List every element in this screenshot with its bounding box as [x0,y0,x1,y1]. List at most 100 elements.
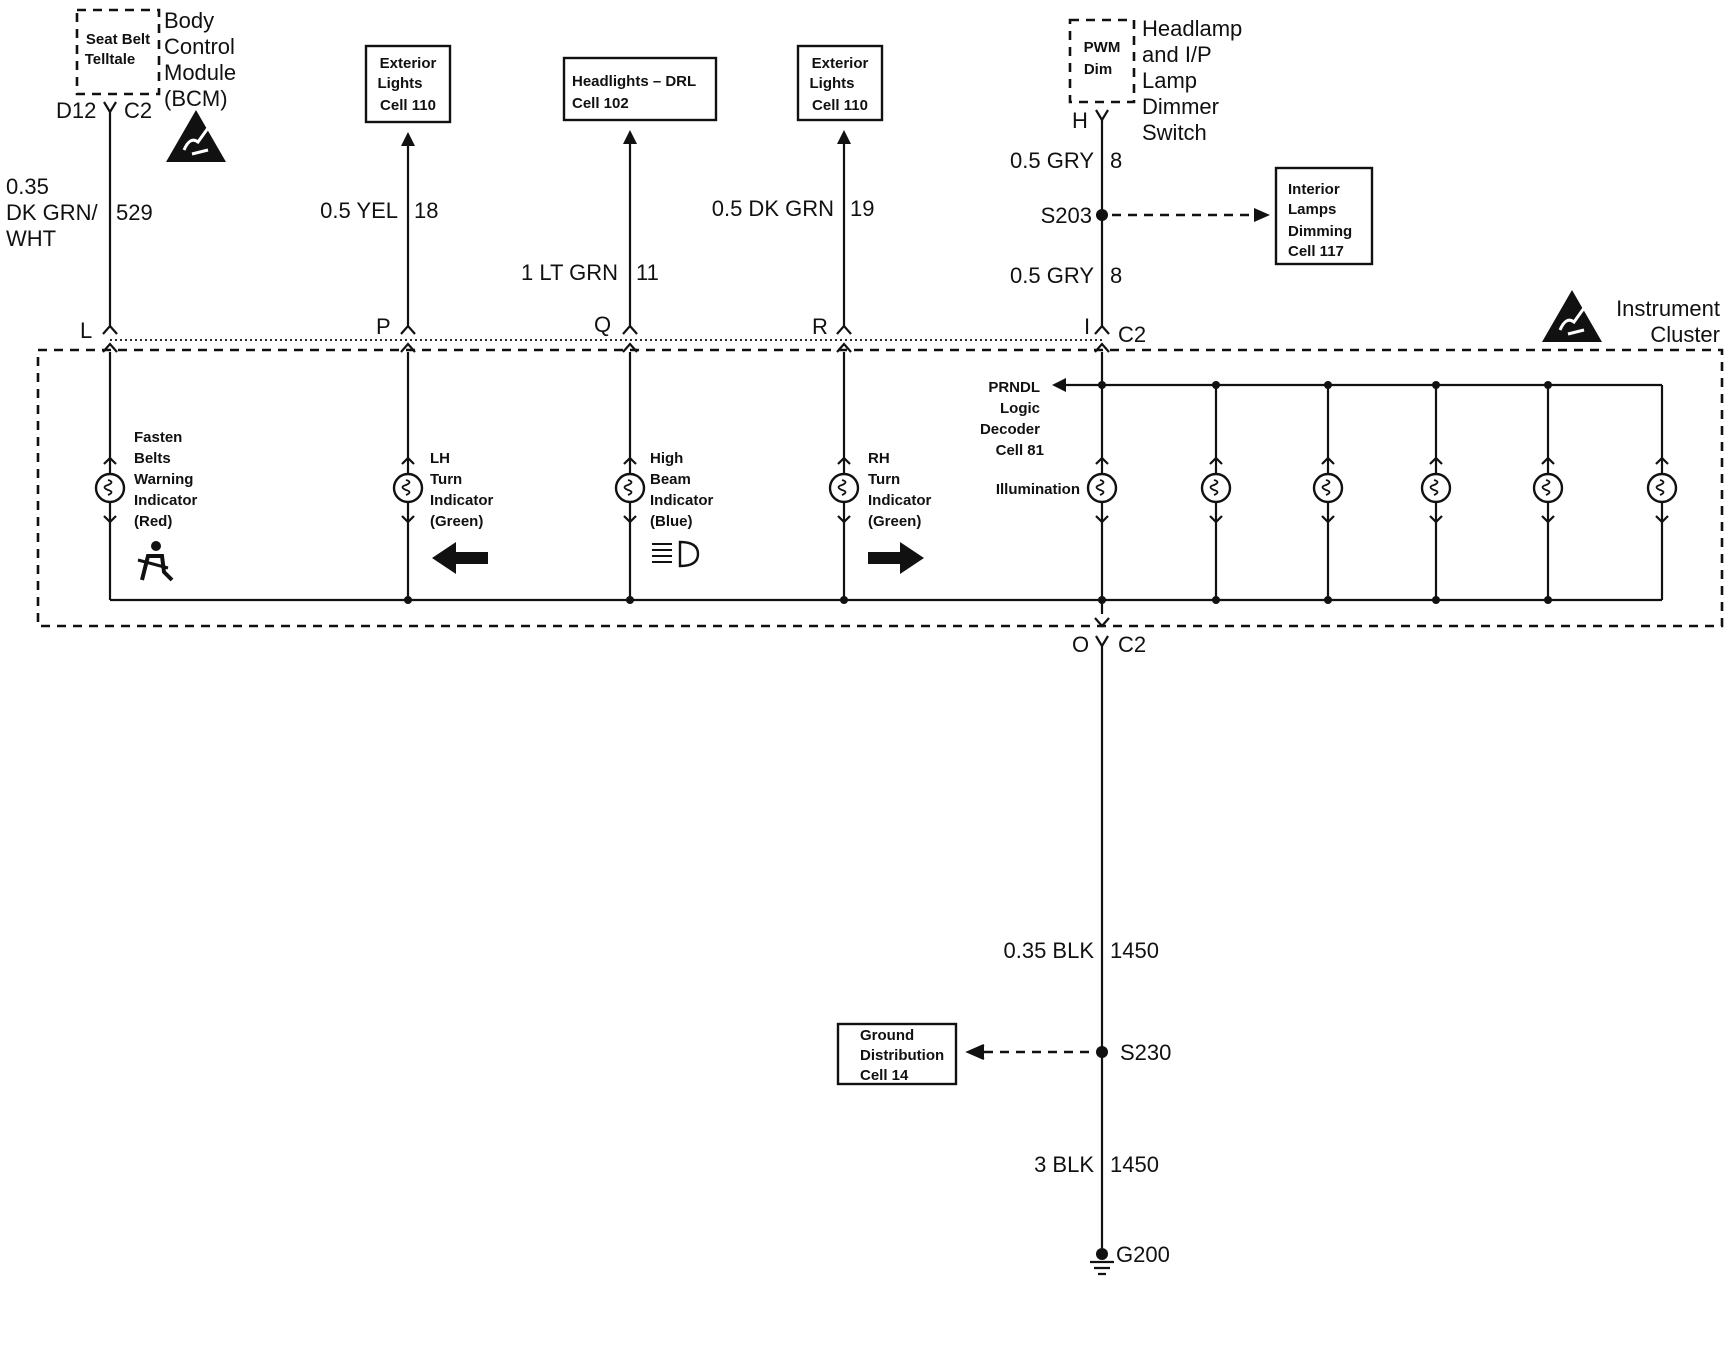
wire-19-arrow [837,130,851,144]
dimmer-name-3: Lamp [1142,68,1197,93]
ext-lights-left-2: Lights [378,75,423,92]
wire-529-gauge-3: WHT [6,226,56,251]
dimmer-pwm-label: PWM [1084,39,1121,56]
bcm-dashed-box [75,8,161,96]
prndl-arrow [1052,378,1066,392]
bcm-seatbelt-label-1: Seat Belt [86,31,150,48]
wire-1450b-gauge: 3 BLK [1034,1152,1094,1177]
ext-lights-right-1: Exterior [812,55,869,72]
illumination-label: Illumination [996,481,1080,498]
ground-dist-1: Ground [860,1027,914,1044]
dimmer-name-5: Switch [1142,120,1207,145]
ground-dist-box [836,1022,958,1086]
wire-18-circuit: 18 [414,198,438,223]
ext-lights-right-3: Cell 110 [812,97,868,114]
splice-s203-dot [1096,209,1108,221]
splice-s203-label: S203 [1041,203,1092,228]
lh-turn-4: (Green) [430,513,483,530]
pin-R: R [812,314,828,339]
fasten-belts-4: Indicator [134,492,198,509]
cluster-esd-icon [1540,288,1604,344]
rh-turn-4: (Green) [868,513,921,530]
pin-L: L [80,318,92,343]
splice-s230-dot [1096,1046,1108,1058]
pin-P: P [376,314,391,339]
bcm-pin-d12: D12 [56,98,96,123]
fasten-belts-3: Warning [134,471,193,488]
wire-8a-gauge: 0.5 GRY [1010,148,1094,173]
ground-dist-2: Distribution [860,1047,944,1064]
cluster-c2-bottom: C2 [1118,632,1146,657]
connector-chevrons-top [102,324,1110,353]
pin-O: O [1072,632,1089,657]
bcm-name-1: Body [164,8,214,33]
wire-529-gauge-2: DK GRN/ [6,200,99,225]
wire-11-circuit: 11 [636,260,659,285]
bcm-connector-c2: C2 [124,98,152,123]
wire-11-arrow [623,130,637,144]
headlights-drl-1: Headlights – DRL [572,73,696,90]
wire-1450a-circuit: 1450 [1110,938,1159,963]
dimmer-name-2: and I/P [1142,42,1212,67]
wire-19-gauge: 0.5 DK GRN [712,196,834,221]
wire-1450a-gauge: 0.35 BLK [1003,938,1094,963]
left-arrow-icon [432,542,488,574]
ground-symbol-icon [1090,1248,1114,1276]
lh-turn-2: Turn [430,471,462,488]
wire-18-arrow [401,132,415,146]
pin-I: I [1084,314,1090,339]
rh-turn-1: RH [868,450,890,467]
ground-dist-3: Cell 14 [860,1067,909,1084]
dimmer-dim-label: Dim [1084,61,1112,78]
s230-link-arrow [965,1043,985,1061]
wire-18-gauge: 0.5 YEL [320,198,398,223]
bcm-name-4: (BCM) [164,86,228,111]
pin-Q: Q [594,312,611,337]
interior-lamps-1: Interior [1288,181,1340,198]
bottom-connector-symbol [1095,635,1109,649]
prndl-3: Decoder [980,421,1040,438]
interior-lamps-4: Cell 117 [1288,243,1344,260]
instrument-cluster-box [36,348,1724,628]
interior-lamps-3: Dimming [1288,223,1352,240]
dimmer-connector-symbol [1095,109,1109,123]
wire-529-circuit: 529 [116,200,153,225]
fasten-belts-1: Fasten [134,429,182,446]
high-beam-icon [652,540,700,568]
bcm-esd-icon [164,108,228,164]
high-beam-4: (Blue) [650,513,693,530]
connector-chevron-bottom [1094,617,1110,628]
dimmer-name-4: Dimmer [1142,94,1219,119]
prndl-1: PRNDL [988,379,1040,396]
headlights-drl-box [562,56,718,122]
cluster-c2-top: C2 [1118,322,1146,347]
dimmer-pin-h: H [1072,108,1088,133]
bcm-name-2: Control [164,34,235,59]
rh-turn-3: Indicator [868,492,932,509]
interior-lamps-box [1274,166,1374,266]
high-beam-1: High [650,450,683,467]
ground-g200-label: G200 [1116,1242,1170,1267]
headlights-drl-2: Cell 102 [572,95,629,112]
seatbelt-icon [137,541,174,582]
fasten-belts-2: Belts [134,450,171,467]
dimmer-dashed-box [1068,18,1136,104]
interior-lamps-2: Lamps [1288,201,1336,218]
dimmer-name-1: Headlamp [1142,16,1242,41]
prndl-4: Cell 81 [996,442,1044,459]
ext-lights-right-2: Lights [810,75,855,92]
prndl-2: Logic [1000,400,1040,417]
wire-19-circuit: 19 [850,196,874,221]
ext-lights-left-box [364,44,452,124]
wire-529-gauge-1: 0.35 [6,174,49,199]
wire-11-gauge: 1 LT GRN [521,260,618,285]
s203-link-arrow [1254,208,1270,222]
cluster-name-2: Cluster [1650,322,1720,347]
lh-turn-3: Indicator [430,492,494,509]
splice-s230-label: S230 [1120,1040,1171,1065]
wire-8b-gauge: 0.5 GRY [1010,263,1094,288]
ext-lights-left-1: Exterior [380,55,437,72]
cluster-name-1: Instrument [1616,296,1720,321]
